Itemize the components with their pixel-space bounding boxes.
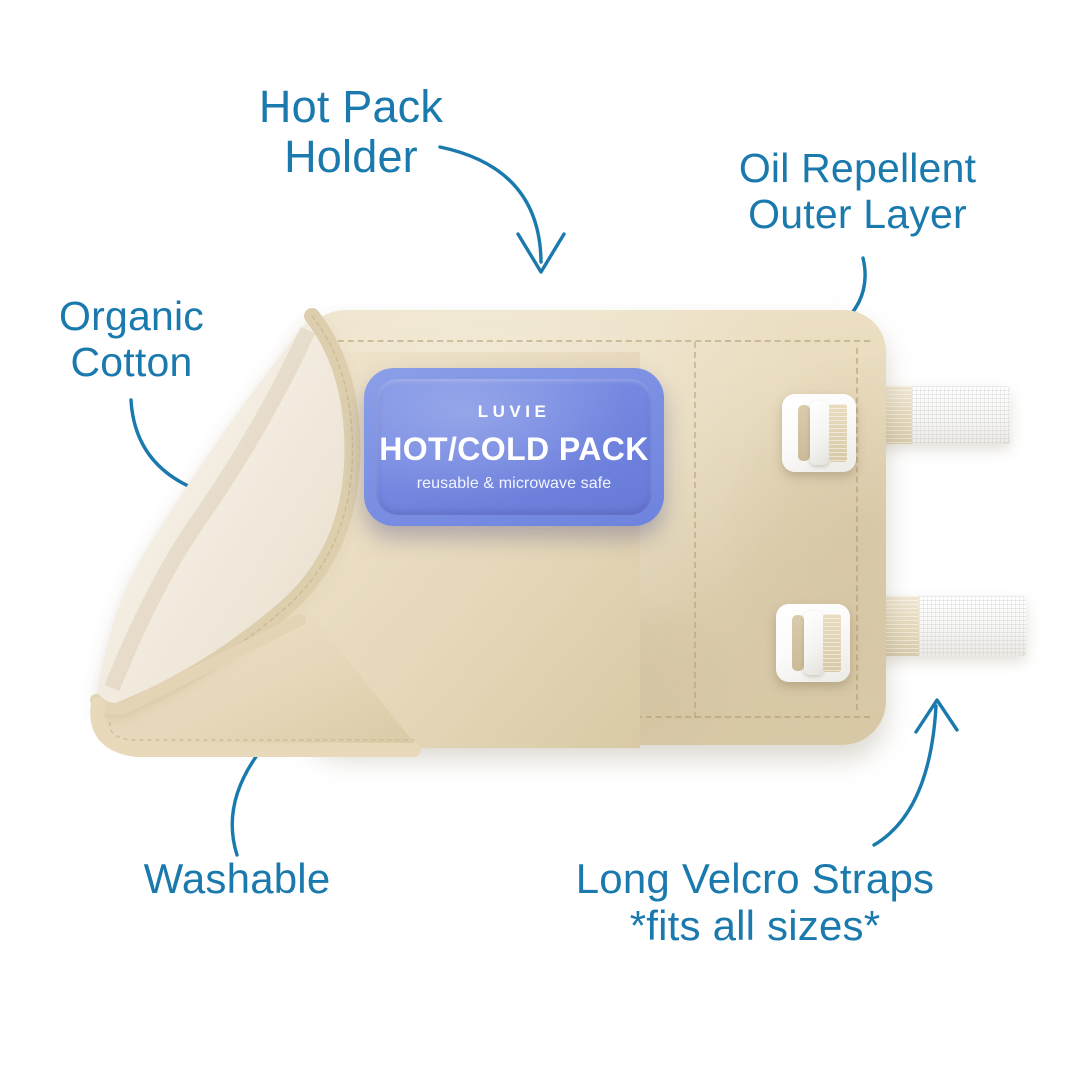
pack-title-label: HOT/COLD PACK bbox=[379, 430, 649, 467]
pack-inner-face: LUVIE HOT/COLD PACK reusable & microwave… bbox=[376, 379, 652, 515]
curved-arrow-up-right-icon bbox=[872, 698, 959, 847]
strap-buckle-top bbox=[782, 394, 856, 472]
panel-seam-right bbox=[694, 342, 696, 718]
annotation-label-hot-pack-holder: Hot Pack Holder bbox=[258, 81, 444, 183]
buckle-slot bbox=[797, 404, 811, 462]
strap-buckle-bottom bbox=[776, 604, 850, 682]
buckle-threaded-webbing bbox=[829, 404, 848, 462]
annotation-label-oil-repellent: Oil Repellent Outer Layer bbox=[738, 145, 977, 237]
buckle-bar bbox=[810, 401, 830, 465]
annotation-label-velcro-straps: Long Velcro Straps *fits all sizes* bbox=[575, 855, 935, 950]
buckle-slot bbox=[791, 614, 805, 672]
buckle-bar bbox=[804, 611, 824, 675]
hem-stitch-top bbox=[318, 340, 870, 342]
hem-stitch-right bbox=[856, 348, 858, 710]
curved-arrow-down-icon bbox=[438, 145, 566, 274]
pack-brand-label: LUVIE bbox=[477, 401, 551, 421]
buckle-threaded-webbing bbox=[823, 614, 842, 672]
annotation-label-organic-cotton: Organic Cotton bbox=[59, 293, 204, 385]
hot-cold-pack: LUVIE HOT/COLD PACK reusable & microwave… bbox=[364, 368, 664, 526]
strap-velcro-patch bbox=[919, 596, 1026, 656]
pack-subtitle: reusable & microwave safe bbox=[416, 474, 612, 492]
strap-velcro-patch bbox=[911, 386, 1010, 444]
annotation-label-washable: Washable bbox=[143, 855, 331, 902]
